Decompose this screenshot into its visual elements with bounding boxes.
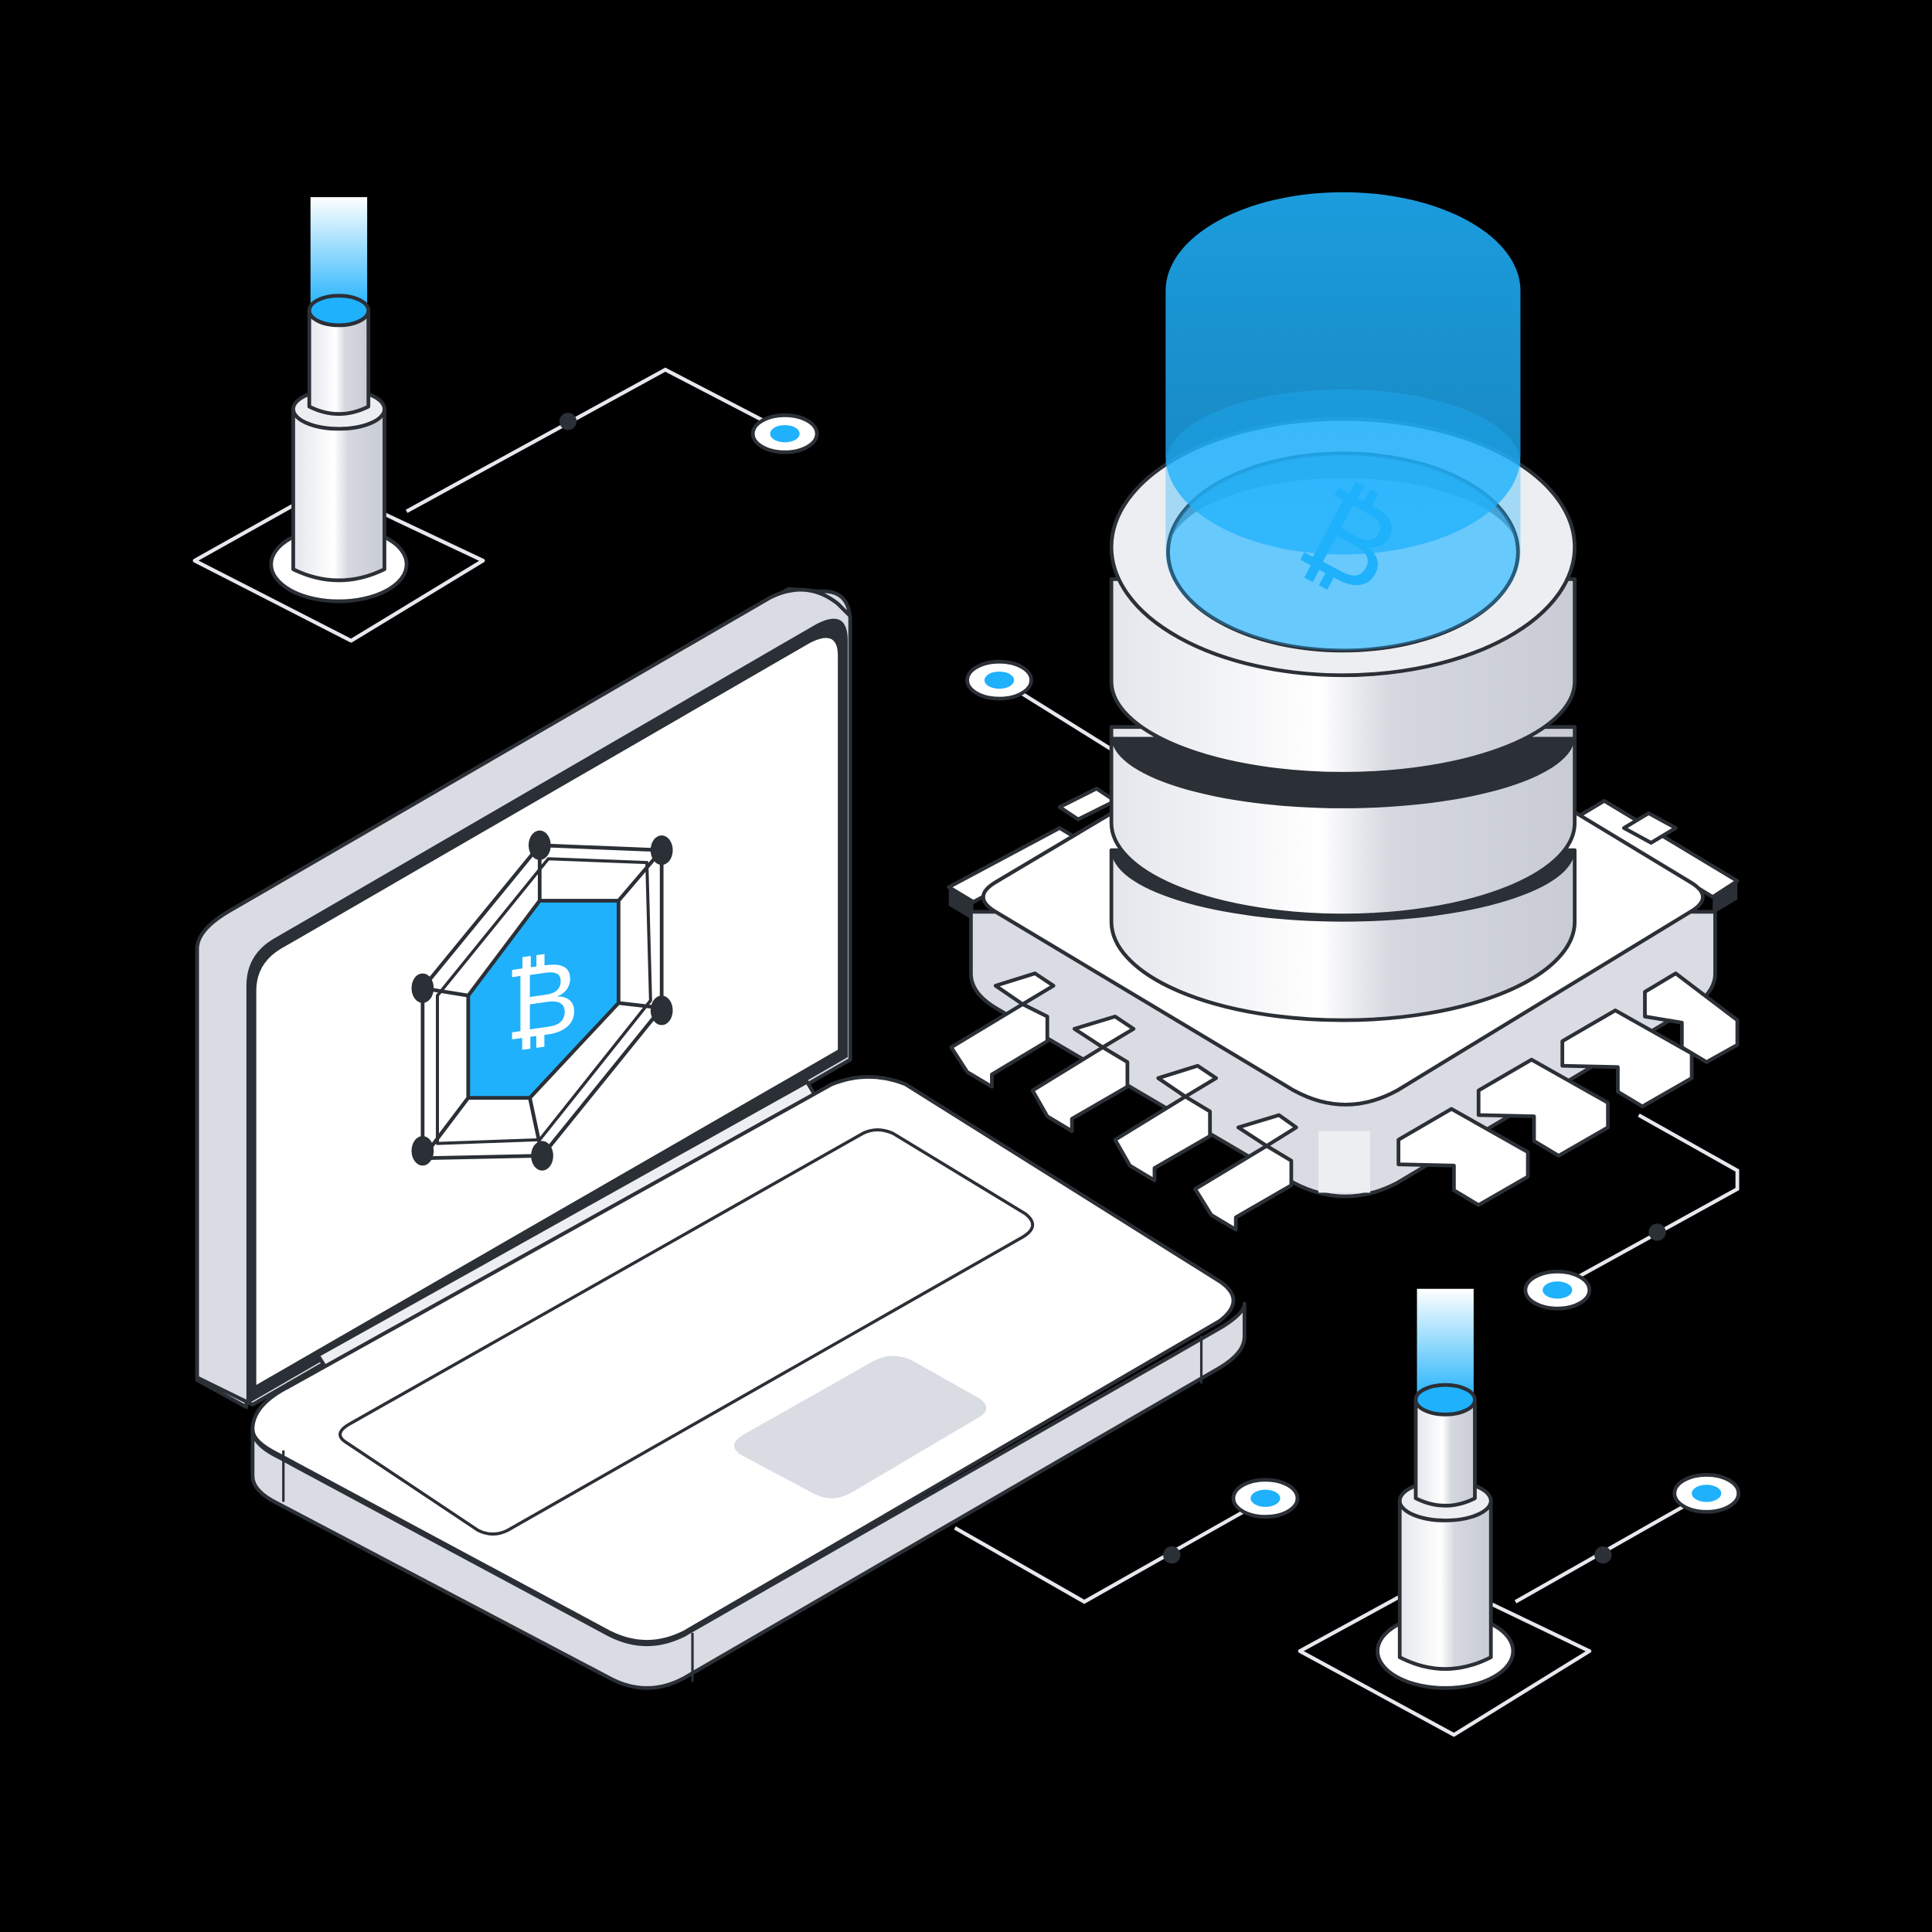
network-node-icon	[965, 659, 1033, 701]
junction-dot	[559, 413, 577, 430]
beacon-light-beam	[310, 197, 368, 311]
junction-dot	[1594, 1546, 1612, 1564]
connector-line-laptop	[954, 1498, 1264, 1604]
laptop-trackpad	[733, 1355, 987, 1498]
chip-icon: ₿	[947, 192, 1740, 1232]
connector-line-beacon	[1514, 1492, 1708, 1604]
beacon-icon-bottom-right	[1298, 1288, 1592, 1737]
network-nodes	[559, 413, 1741, 1564]
beacon-base-plate	[1298, 1575, 1592, 1737]
connector-line-top	[405, 367, 790, 513]
beacon-base-plate	[192, 485, 485, 643]
screen-bitcoin-emblem: ₿	[411, 830, 673, 1171]
network-node-icon	[1231, 1478, 1300, 1519]
junction-dot	[1163, 1546, 1181, 1564]
junction-dot	[1648, 1223, 1666, 1241]
bitcoin-icon: ₿	[505, 936, 580, 1064]
laptop-keyboard-area	[338, 1128, 1035, 1536]
laptop-icon: ₿	[195, 587, 1247, 1690]
chip-front-pins	[949, 971, 1740, 1232]
connector-line-chip-right	[1557, 1113, 1740, 1290]
beacon-icon-top-left	[192, 197, 485, 643]
network-node-icon	[1523, 1270, 1592, 1311]
network-node-icon	[1672, 1473, 1741, 1514]
hologram-beam	[1165, 192, 1521, 651]
network-node-icon	[750, 413, 819, 454]
